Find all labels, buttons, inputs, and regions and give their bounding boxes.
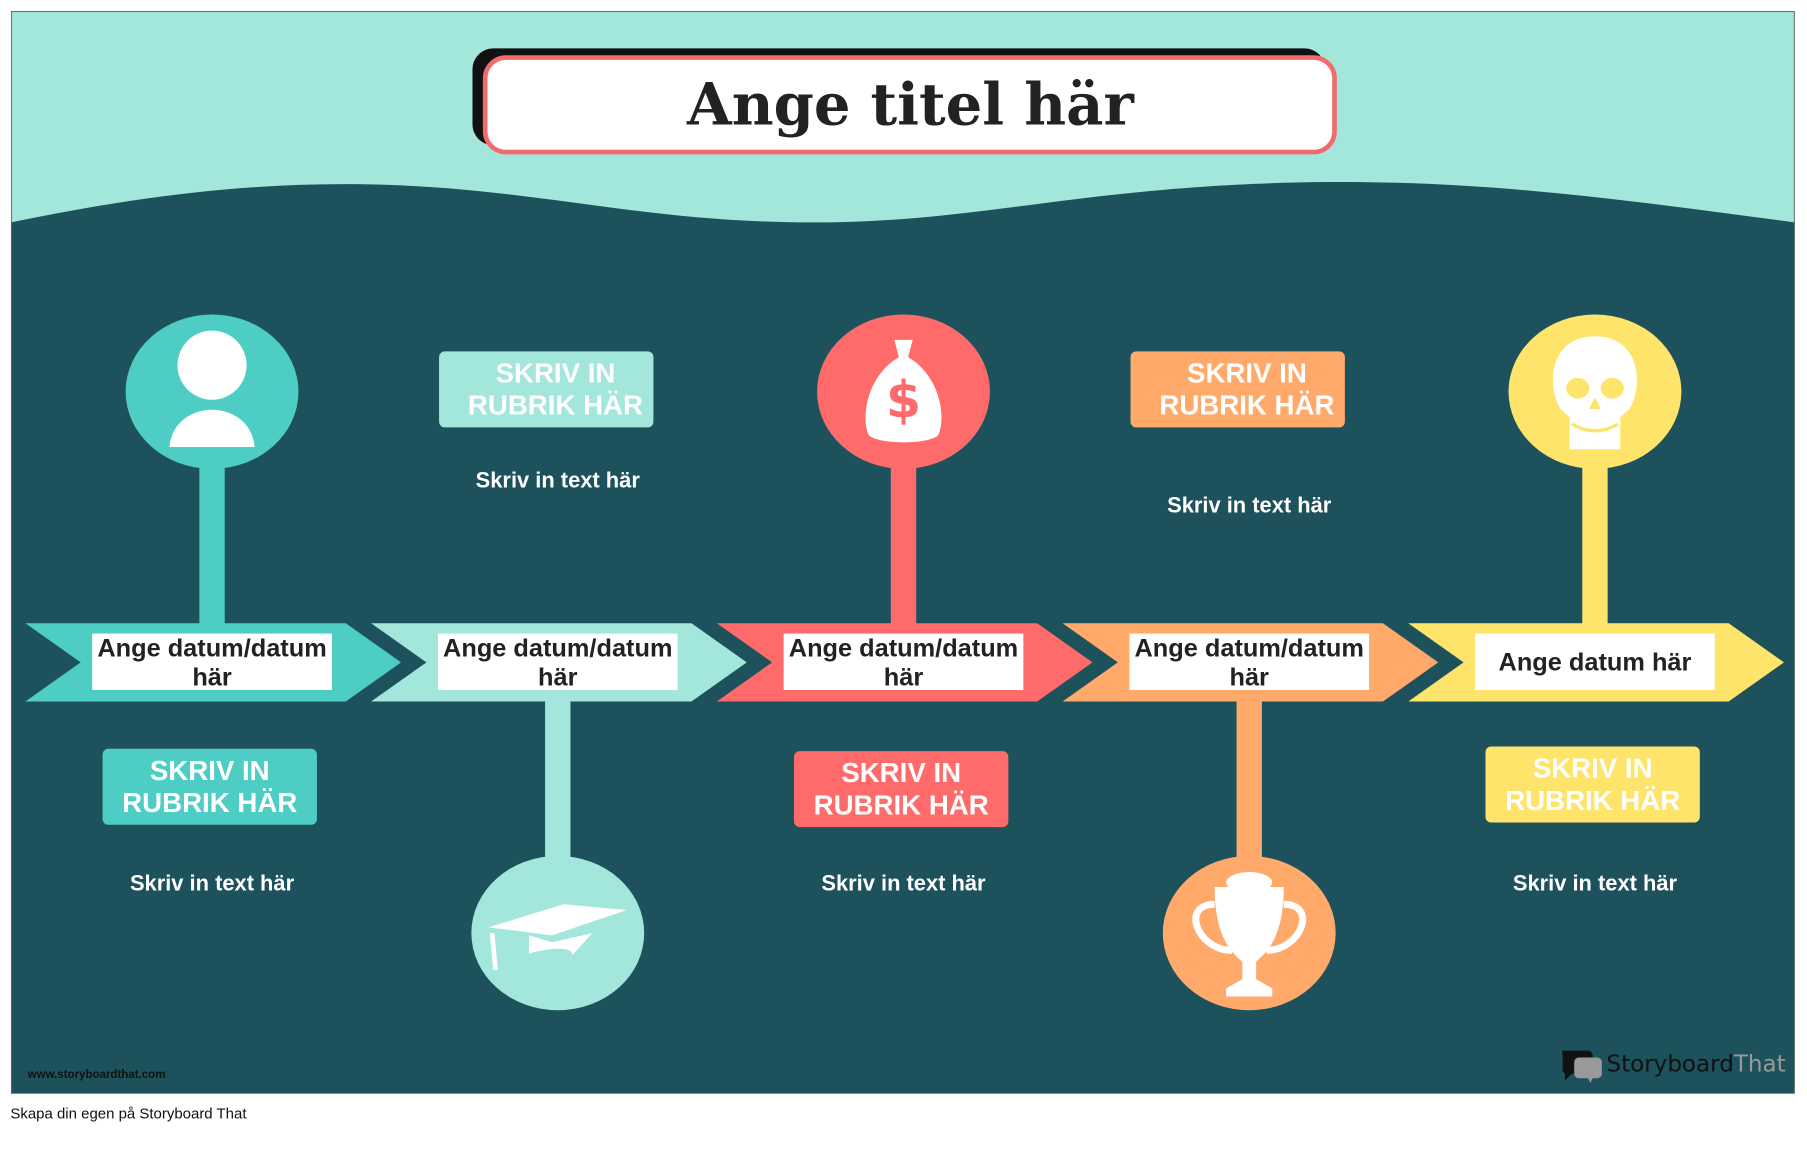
date-label[interactable]: Ange datum här — [1499, 648, 1692, 676]
heading-line: SKRIV IN — [496, 357, 616, 388]
connector-stem — [1236, 696, 1262, 870]
date-box[interactable] — [1475, 633, 1715, 691]
date-line: Ange datum/datum — [1135, 635, 1364, 663]
date-line: här — [192, 663, 232, 691]
heading-line: RUBRIK HÄR — [468, 390, 643, 421]
date-line: här — [884, 663, 924, 691]
logo-text-storyboard: Storyboard — [1606, 1051, 1733, 1077]
heading-line: RUBRIK HÄR — [1505, 785, 1680, 816]
heading-line: SKRIV IN — [841, 757, 961, 788]
graduation-cap-icon — [488, 904, 627, 971]
website-url: www.storyboardthat.com — [27, 1069, 166, 1081]
heading-box[interactable] — [1485, 746, 1700, 823]
date-box[interactable] — [783, 633, 1024, 691]
connector-stem — [890, 455, 917, 628]
page-title[interactable]: Ange titel här — [686, 70, 1134, 138]
dollar-sign: $ — [886, 370, 921, 429]
heading-box[interactable] — [102, 748, 317, 825]
date-line: här — [538, 663, 578, 691]
heading-line: SKRIV IN — [150, 755, 270, 786]
heading-line: RUBRIK HÄR — [814, 789, 989, 820]
heading-line: RUBRIK HÄR — [122, 787, 297, 818]
person-icon — [169, 330, 255, 447]
connector-stem — [545, 696, 571, 870]
footer-caption[interactable]: Skapa din egen på Storyboard That — [10, 1106, 247, 1123]
event-description[interactable]: Skriv in text här — [1513, 870, 1678, 895]
date-line: Ange datum/datum — [97, 635, 326, 663]
heading-line: SKRIV IN — [1533, 753, 1653, 784]
date-box[interactable] — [1129, 633, 1370, 691]
event-description[interactable]: Skriv in text här — [476, 467, 641, 492]
date-line: Ange datum/datum — [443, 635, 672, 663]
logo-text-that: That — [1733, 1051, 1786, 1077]
heading-line: SKRIV IN — [1187, 357, 1307, 388]
event-description[interactable]: Skriv in text här — [130, 870, 295, 895]
event-description[interactable]: Skriv in text här — [1167, 493, 1332, 518]
connector-stem — [1582, 455, 1608, 628]
title-box[interactable] — [482, 55, 1337, 155]
heading-line: RUBRIK HÄR — [1159, 390, 1334, 421]
svg-text:StoryboardThat: StoryboardThat — [1606, 1051, 1785, 1077]
heading-box[interactable] — [794, 751, 1009, 828]
date-box[interactable] — [437, 633, 678, 691]
trophy-icon — [1192, 872, 1307, 997]
heading-box[interactable] — [1130, 351, 1345, 428]
date-box[interactable] — [92, 633, 332, 691]
storyboardthat-logo: StoryboardThat — [1562, 1050, 1786, 1083]
date-line: här — [1230, 663, 1270, 691]
money-bag-icon: $ — [865, 339, 942, 443]
date-line: Ange datum/datum — [789, 635, 1018, 663]
event-description[interactable]: Skriv in text här — [821, 870, 986, 895]
connector-stem — [199, 455, 225, 628]
speech-bubble-icon-2 — [1574, 1057, 1602, 1083]
date-line: Ange datum här — [1499, 648, 1692, 676]
skull-icon — [1552, 336, 1637, 450]
heading-box[interactable] — [439, 351, 654, 428]
